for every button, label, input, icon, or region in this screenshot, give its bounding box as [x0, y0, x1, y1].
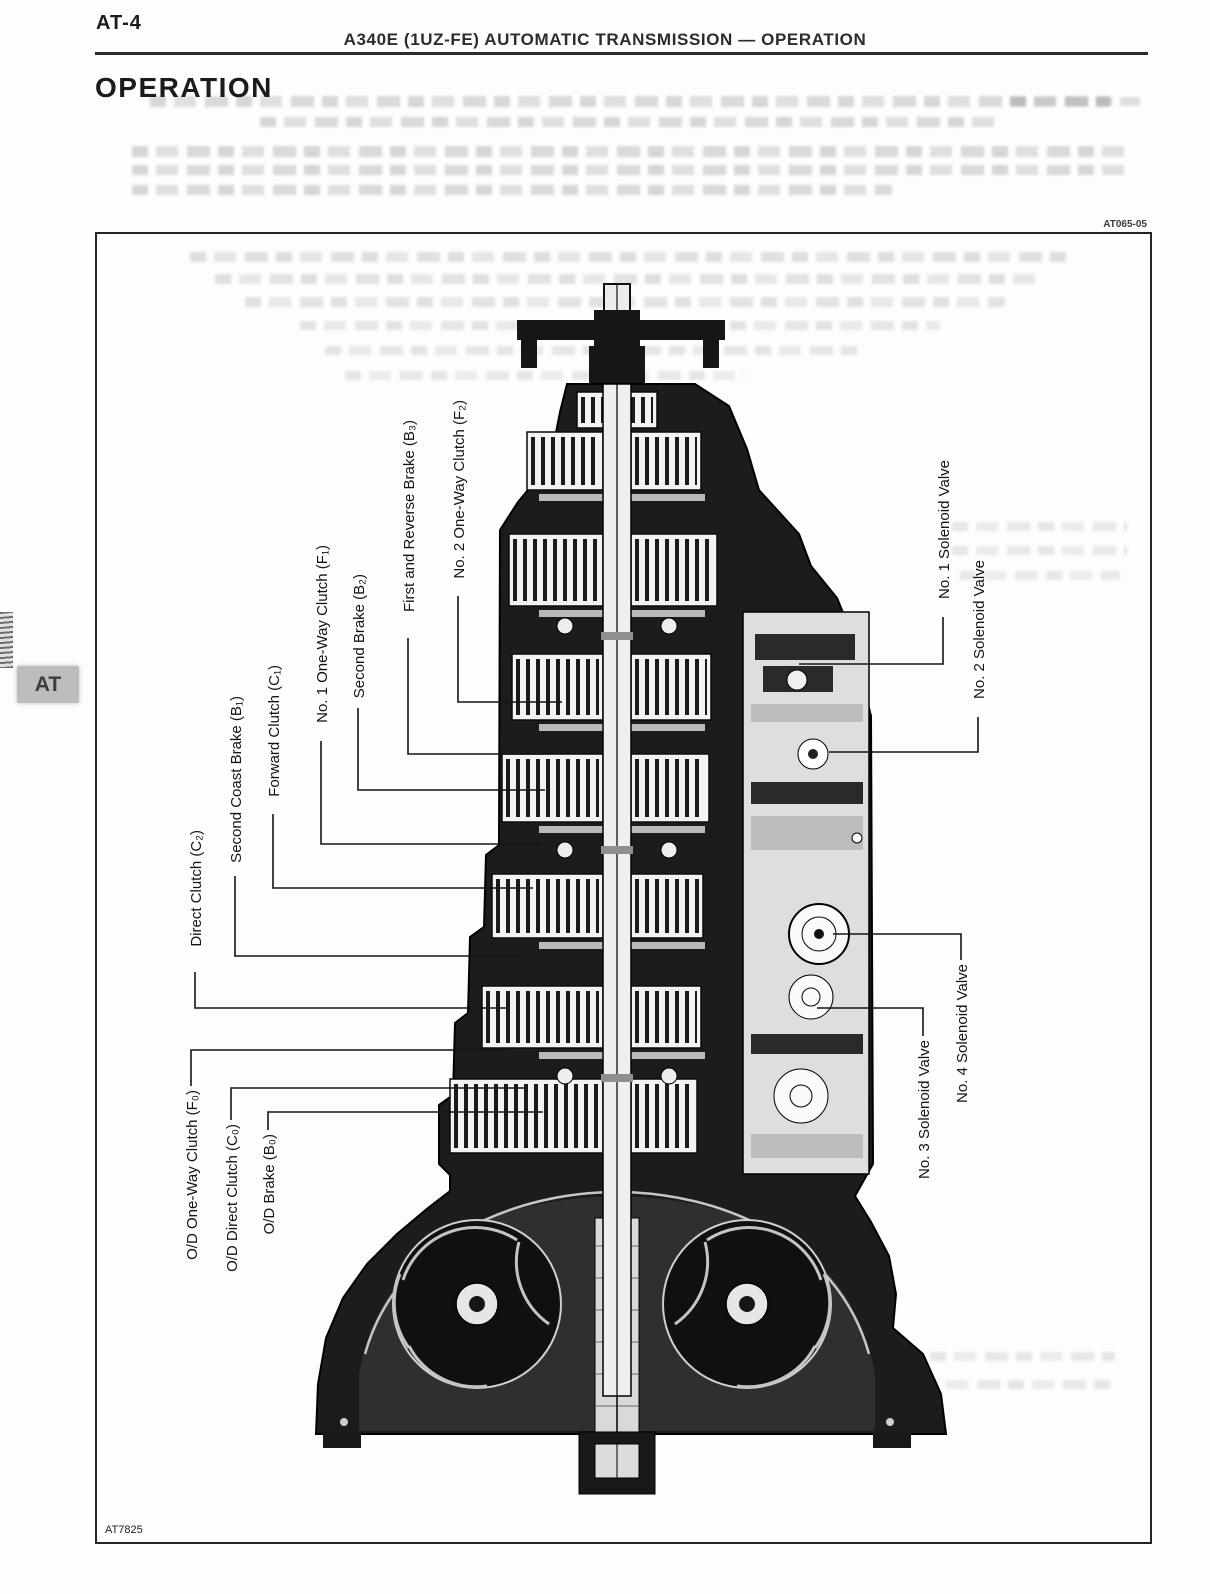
- transmission-cross-section-drawing: [190, 283, 979, 1495]
- bleedthrough-artifact: [952, 522, 1127, 531]
- label-no3-solenoid-valve: No. 3 Solenoid Valve: [916, 1040, 933, 1179]
- label-forward-clutch: Forward Clutch (C₁): [266, 665, 283, 797]
- label-no1-solenoid-valve: No. 1 Solenoid Valve: [936, 460, 953, 599]
- bleedthrough-artifact: [922, 1380, 1117, 1389]
- label-first-reverse-brake: First and Reverse Brake (B₃): [401, 420, 418, 612]
- label-direct-clutch: Direct Clutch (C₂): [188, 830, 205, 947]
- converter-toroid: [392, 1219, 562, 1389]
- bleedthrough-artifact: [260, 117, 1000, 127]
- bleedthrough-artifact: [150, 96, 1110, 107]
- valve-body: [742, 611, 870, 1175]
- leader-lines: [190, 596, 979, 1130]
- bleedthrough-artifact: [132, 165, 1132, 175]
- page-number: AT-4: [96, 12, 142, 34]
- label-od-brake: O/D Brake (B₀): [261, 1134, 278, 1235]
- bleedthrough-artifact: [952, 546, 1127, 555]
- bleedthrough-artifact: [190, 252, 1070, 262]
- label-no2-one-way-clutch: No. 2 One-Way Clutch (F₂): [451, 400, 468, 579]
- section-title: OPERATION: [95, 72, 273, 103]
- label-no4-solenoid-valve: No. 4 Solenoid Valve: [954, 964, 971, 1103]
- label-od-direct-clutch: O/D Direct Clutch (C₀): [224, 1124, 241, 1272]
- bleedthrough-artifact: [215, 274, 1035, 284]
- label-no1-one-way-clutch: No. 1 One-Way Clutch (F₁): [314, 545, 331, 723]
- bleedthrough-artifact: [132, 146, 1132, 157]
- section-tab-label: AT: [34, 672, 62, 696]
- bleedthrough-artifact: [960, 571, 1120, 580]
- bleedthrough-artifact: [1010, 97, 1140, 106]
- bleedthrough-artifact: [930, 1352, 1115, 1361]
- figure-ref-code: AT065-05: [1103, 219, 1147, 230]
- main-shaft: [601, 383, 633, 1397]
- binding-mark: [0, 612, 13, 668]
- label-no2-solenoid-valve: No. 2 Solenoid Valve: [971, 560, 988, 699]
- figure-frame: No. 2 One-Way Clutch (F₂) First and Reve…: [95, 232, 1152, 1544]
- label-second-coast-brake: Second Coast Brake (B₁): [228, 696, 245, 863]
- planetary-gears: [556, 617, 678, 1085]
- bleedthrough-artifact: [345, 371, 745, 380]
- figure-drawing-number: AT7825: [105, 1524, 143, 1536]
- bottom-flange: [323, 1431, 911, 1495]
- section-tab: AT: [17, 666, 79, 703]
- bleedthrough-artifact: [132, 185, 892, 195]
- label-od-one-way-clutch: O/D One-Way Clutch (F₀): [184, 1090, 201, 1260]
- header-rule: [95, 52, 1148, 55]
- output-shaft: [517, 283, 725, 388]
- label-second-brake: Second Brake (B₂): [351, 574, 368, 699]
- header-title: A340E (1UZ-FE) AUTOMATIC TRANSMISSION — …: [343, 30, 867, 49]
